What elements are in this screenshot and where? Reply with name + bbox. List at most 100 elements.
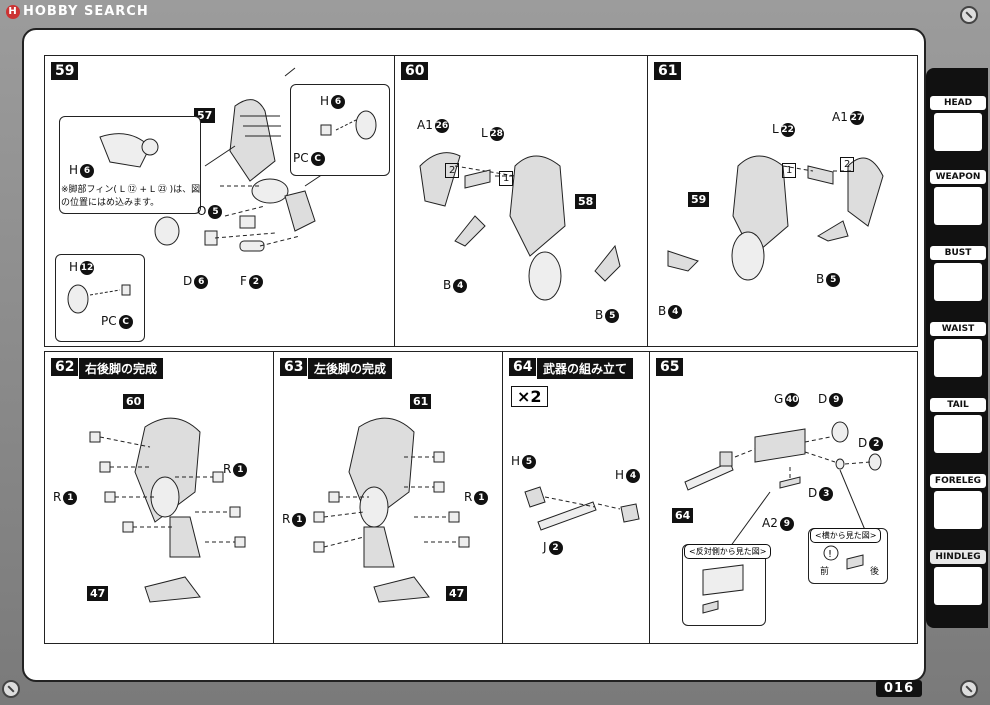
- part-number: 9: [779, 516, 794, 531]
- label-a1: A1: [832, 110, 848, 124]
- label-l: L: [772, 122, 779, 136]
- part-47: 47: [87, 586, 109, 601]
- step-59-drawing: [154, 67, 336, 252]
- label-pc: PC: [293, 151, 309, 165]
- part-number: 2: [248, 274, 263, 289]
- step-61-drawing: [667, 155, 884, 281]
- part-number: 2: [548, 540, 563, 555]
- tab-bust[interactable]: BUST: [930, 246, 986, 304]
- label-b: B: [816, 272, 825, 286]
- front-label: 前: [820, 567, 830, 577]
- section-sidebar: HEAD WEAPON BUST WAIST TAIL FORELEG HIND…: [926, 68, 988, 628]
- label-a2: A2: [762, 516, 778, 530]
- order-box: 1: [499, 171, 514, 186]
- label-h: H: [69, 260, 79, 274]
- tab-weapon[interactable]: WEAPON: [930, 170, 986, 228]
- watermark-text: HOBBY SEARCH: [23, 4, 149, 19]
- part-number: 1: [63, 490, 78, 505]
- label-a1: A1: [417, 118, 433, 132]
- part-number: C: [310, 151, 325, 166]
- tab-label: HINDLEG: [930, 550, 986, 564]
- part-number: 5: [826, 272, 841, 287]
- part-number: 2: [869, 436, 884, 451]
- step-number: 63: [280, 358, 308, 376]
- label-pc: PC: [101, 314, 117, 328]
- part-number: 5: [605, 308, 620, 323]
- label-r: R: [53, 490, 62, 504]
- part-number: 4: [668, 304, 683, 319]
- step-number: 61: [654, 62, 682, 80]
- label-d: D: [818, 392, 828, 406]
- step-title: 武器の組み立て: [537, 358, 634, 379]
- logo-icon: H: [6, 4, 20, 19]
- part-number: 1: [233, 462, 248, 477]
- tab-label: WEAPON: [930, 170, 986, 184]
- label-d: D: [808, 486, 818, 500]
- label-d: D: [858, 436, 868, 450]
- part-number: 3: [819, 486, 834, 501]
- screw-icon: [960, 6, 978, 24]
- step-62-drawing: [89, 417, 246, 603]
- label-j: J: [543, 540, 547, 554]
- tab-label: FORELEG: [930, 474, 986, 488]
- label-h: H: [69, 163, 79, 177]
- part-number: 27: [849, 110, 864, 125]
- bust-icon: [934, 263, 982, 301]
- side-view-label: <横から見た図>: [810, 528, 882, 543]
- part-number: 26: [434, 118, 449, 133]
- part-number: 1: [474, 490, 489, 505]
- part-number: 22: [780, 122, 795, 137]
- part-number: 9: [829, 392, 844, 407]
- step-65-drawing: [684, 421, 882, 548]
- head-icon: [934, 113, 982, 151]
- step-number: 59: [51, 62, 79, 80]
- step-number: 64: [509, 358, 537, 376]
- label-b: B: [658, 304, 667, 318]
- tab-hindleg[interactable]: HINDLEG: [930, 550, 986, 608]
- h12-callout: [55, 254, 145, 342]
- page-number: 016: [876, 680, 923, 697]
- tab-label: HEAD: [930, 96, 986, 110]
- svg-text:!: !: [828, 549, 832, 560]
- back-label: 後: [870, 567, 880, 577]
- part-number: 4: [626, 468, 641, 483]
- label-b: B: [443, 278, 452, 292]
- step-title: 左後脚の完成: [308, 358, 393, 379]
- label-r: R: [223, 462, 232, 476]
- label-r: R: [464, 490, 473, 504]
- label-h: H: [511, 454, 521, 468]
- part-number: 1: [292, 512, 307, 527]
- part-number: 28: [489, 126, 504, 141]
- multiplier: ×2: [511, 386, 548, 407]
- tab-label: BUST: [930, 246, 986, 260]
- tab-label: TAIL: [930, 398, 986, 412]
- screw-icon: [960, 680, 978, 698]
- part-59: 59: [688, 192, 710, 207]
- label-d: D: [183, 274, 193, 288]
- fin-note: ※脚部フィン( L ⑫ + L ㉓ )は、図の位置にはめ込みます。: [61, 185, 201, 208]
- part-number: 6: [194, 274, 209, 289]
- tab-foreleg[interactable]: FORELEG: [930, 474, 986, 532]
- tab-label: WAIST: [930, 322, 986, 336]
- foreleg-icon: [934, 491, 982, 529]
- part-number: 5: [522, 454, 537, 469]
- label-o: O: [197, 204, 207, 218]
- label-b: B: [595, 308, 604, 322]
- step-60-drawing: [419, 152, 621, 301]
- order-box: 2: [445, 163, 460, 178]
- waist-icon: [934, 339, 982, 377]
- part-number: 6: [331, 94, 346, 109]
- tab-tail[interactable]: TAIL: [930, 398, 986, 456]
- step-63-drawing: [313, 417, 470, 603]
- part-47: 47: [446, 586, 468, 601]
- part-64: 64: [672, 508, 694, 523]
- label-h: H: [615, 468, 625, 482]
- tab-waist[interactable]: WAIST: [930, 322, 986, 380]
- tab-head[interactable]: HEAD: [930, 96, 986, 154]
